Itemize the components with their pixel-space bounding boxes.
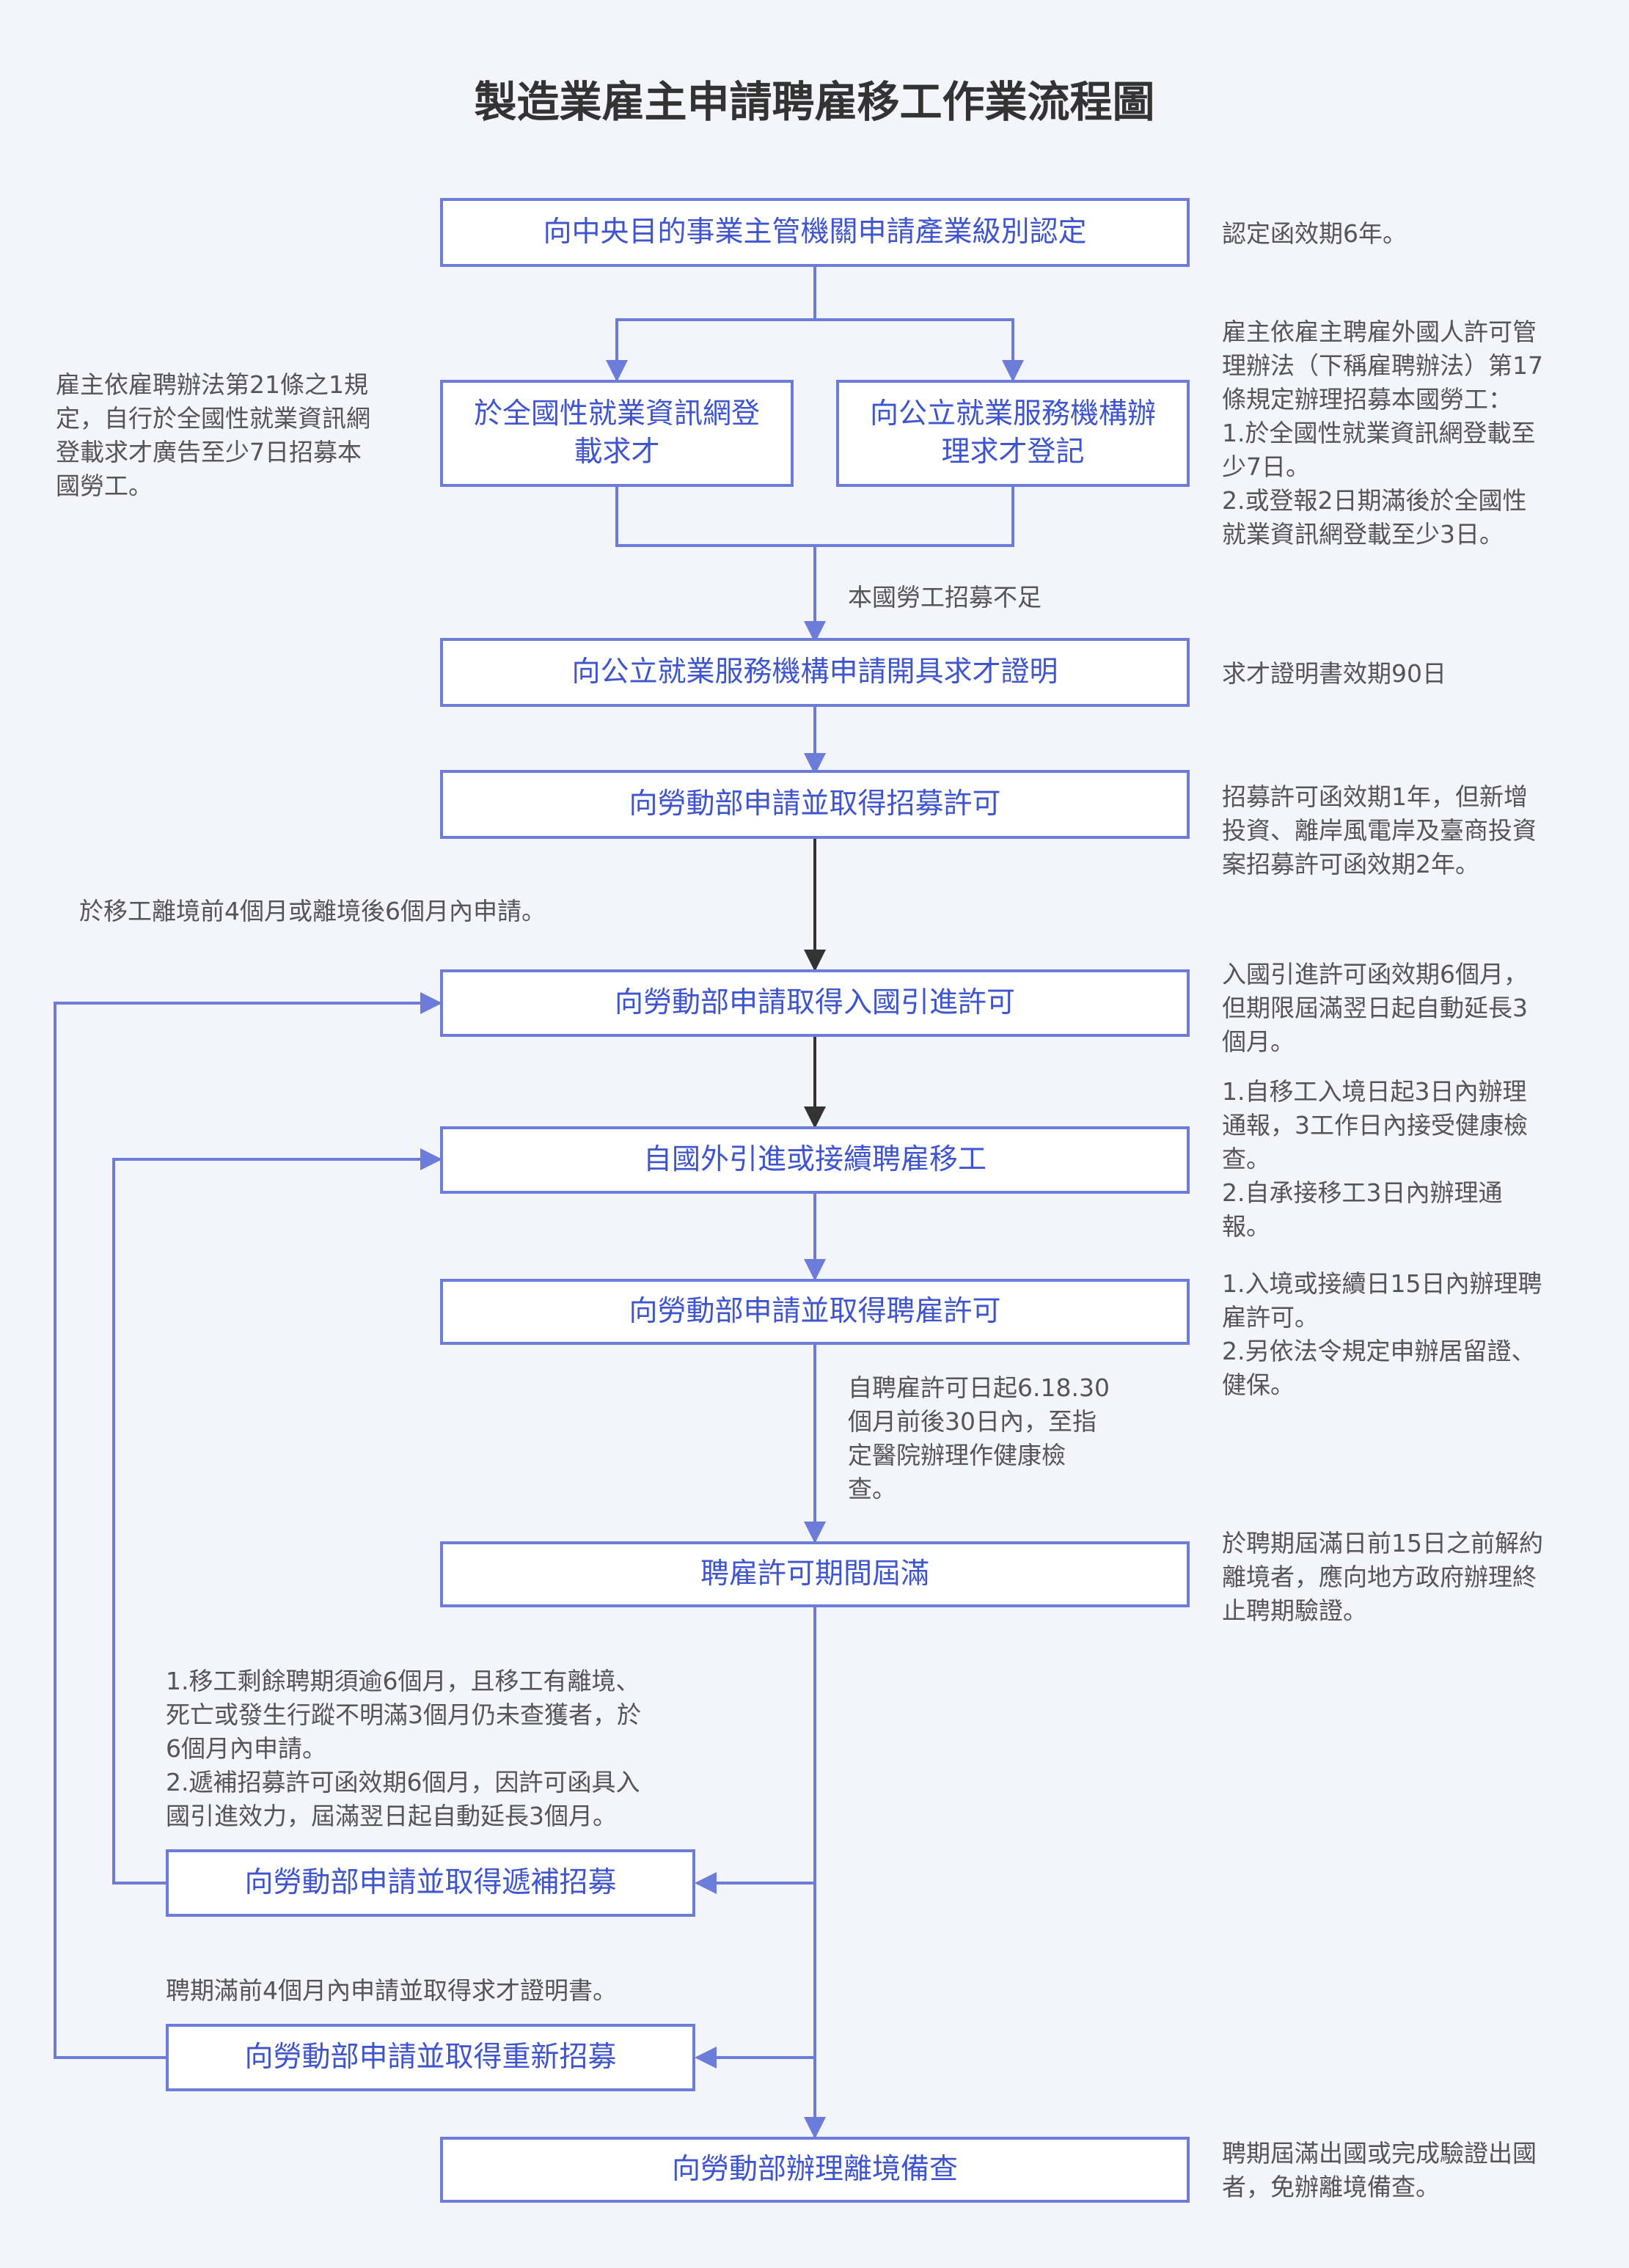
step-entry-permit: 向勞動部申請取得入國引進許可	[440, 969, 1190, 1037]
note-recruitment-permit-validity: 招募許可函效期1年，但新增 投資、離岸風電岸及臺商投資 案招募許可函效期2年。	[1222, 782, 1537, 878]
step-public-agency-registration: 向公立就業服務機構辦 理求才登記	[836, 380, 1190, 487]
step-re-recruitment: 向勞動部申請並取得重新招募	[166, 2024, 695, 2091]
note-certification-validity: 認定函效期6年。	[1222, 219, 1407, 248]
step-recruitment-permit: 向勞動部申請並取得招募許可	[440, 770, 1190, 839]
note-employment-permit-deadline: 1.入境或接續日15日內辦理聘 雇許可。 2.另依法令規定申辦居留證、 健保。	[1222, 1269, 1542, 1399]
step-permit-expiry: 聘雇許可期間屆滿	[440, 1541, 1190, 1607]
connector-loop-s9-s6	[112, 1148, 442, 1885]
connector-loop-s10-s5	[54, 992, 442, 2059]
note-right-domestic-recruitment: 雇主依雇主聘雇外國人許可管 理辦法（下稱雇聘辦法）第17 條規定辦理招募本國勞工…	[1222, 318, 1543, 548]
note-early-termination: 於聘期屆滿日前15日之前解約 離境者，應向地方政府辦理終 止聘期驗證。	[1222, 1529, 1543, 1625]
note-apply-timing: 於移工離境前4個月或離境後6個月內申請。	[79, 897, 546, 925]
note-entry-permit-validity: 入國引進許可函效期6個月， 但期限屆滿翌日起自動延長3 個月。	[1222, 960, 1528, 1056]
step-departure-filing: 向勞動部辦理離境備查	[440, 2137, 1190, 2203]
note-health-check: 自聘雇許可日起6.18.30 個月前後30日內，至指 定醫院辦理作健康檢 查。	[848, 1373, 1110, 1503]
note-certificate-validity: 求才證明書效期90日	[1222, 659, 1446, 688]
note-replacement-conditions: 1.移工剩餘聘期須逾6個月，且移工有離境、 死亡或發生行蹤不明滿3個月仍未查獲者…	[166, 1667, 641, 1830]
note-left-online-posting: 雇主依雇聘辦法第21條之1規 定，自行於全國性就業資訊網 登載求才廣告至少7日招…	[56, 370, 370, 500]
note-re-recruitment-timing: 聘期滿前4個月內申請並取得求才證明書。	[166, 1976, 617, 2005]
note-departure-exemption: 聘期屆滿出國或完成驗證出國 者，免辦離境備查。	[1222, 2139, 1537, 2201]
connector-s1-split-right	[815, 318, 1024, 382]
step-import-workers: 自國外引進或接續聘雇移工	[440, 1126, 1190, 1194]
step-industry-certification: 向中央目的事業主管機關申請產業級別認定	[440, 198, 1190, 267]
step-online-job-posting: 於全國性就業資訊網登 載求才	[440, 380, 794, 487]
connector-merge	[615, 487, 1014, 547]
note-arrival-notification: 1.自移工入境日起3日內辦理 通報，3工作日內接受健康檢 查。 2.自承接移工3…	[1222, 1077, 1528, 1241]
step-employment-permit: 向勞動部申請並取得聘雇許可	[440, 1279, 1190, 1345]
note-domestic-shortage: 本國勞工招募不足	[848, 583, 1042, 612]
step-job-seeking-certificate: 向公立就業服務機構申請開具求才證明	[440, 638, 1190, 707]
step-replacement-recruitment: 向勞動部申請並取得遞補招募	[166, 1849, 695, 1917]
page-title: 製造業雇主申請聘雇移工作業流程圖	[474, 77, 1155, 127]
connector-s1-split	[606, 267, 816, 382]
